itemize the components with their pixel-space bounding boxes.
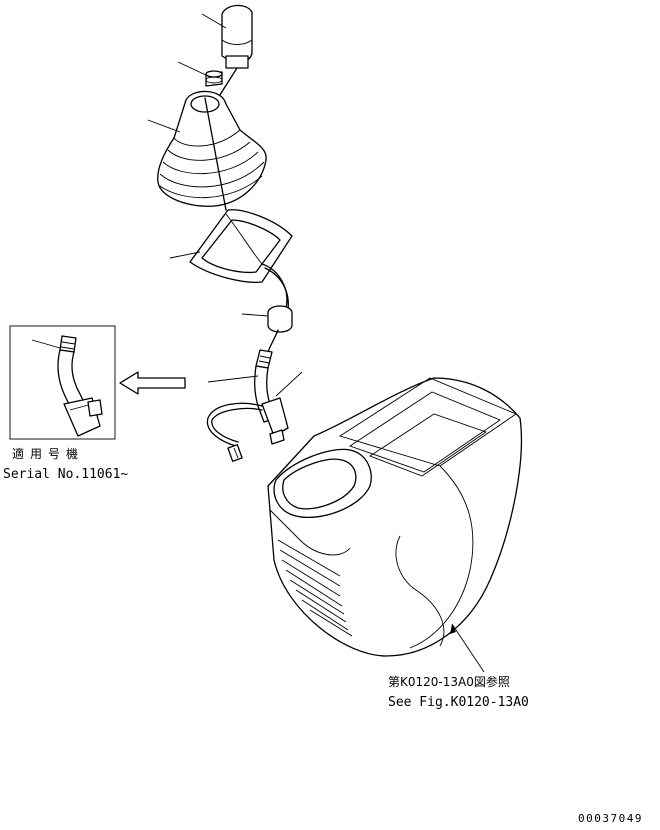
console-ref-label-en: See Fig.K0120-13A0 xyxy=(388,695,529,710)
drawing-number: 00037049 xyxy=(578,812,643,825)
arrow-icon xyxy=(119,371,186,395)
console-body xyxy=(267,377,523,657)
lever-assembly xyxy=(206,349,289,462)
lever-knob xyxy=(217,4,253,99)
detail-box-label-en: Serial No.11061~ xyxy=(3,467,128,482)
console-ref-label-jp: 第K0120-13A0図参照 xyxy=(388,674,510,689)
detail-box-label-jp: 適用号機 xyxy=(12,446,84,461)
rubber-boot xyxy=(157,90,267,211)
leader-lines xyxy=(31,13,485,673)
boot-plate xyxy=(189,209,293,283)
lever-cable xyxy=(261,263,293,353)
lock-nut xyxy=(205,70,223,87)
detail-box xyxy=(9,325,116,440)
